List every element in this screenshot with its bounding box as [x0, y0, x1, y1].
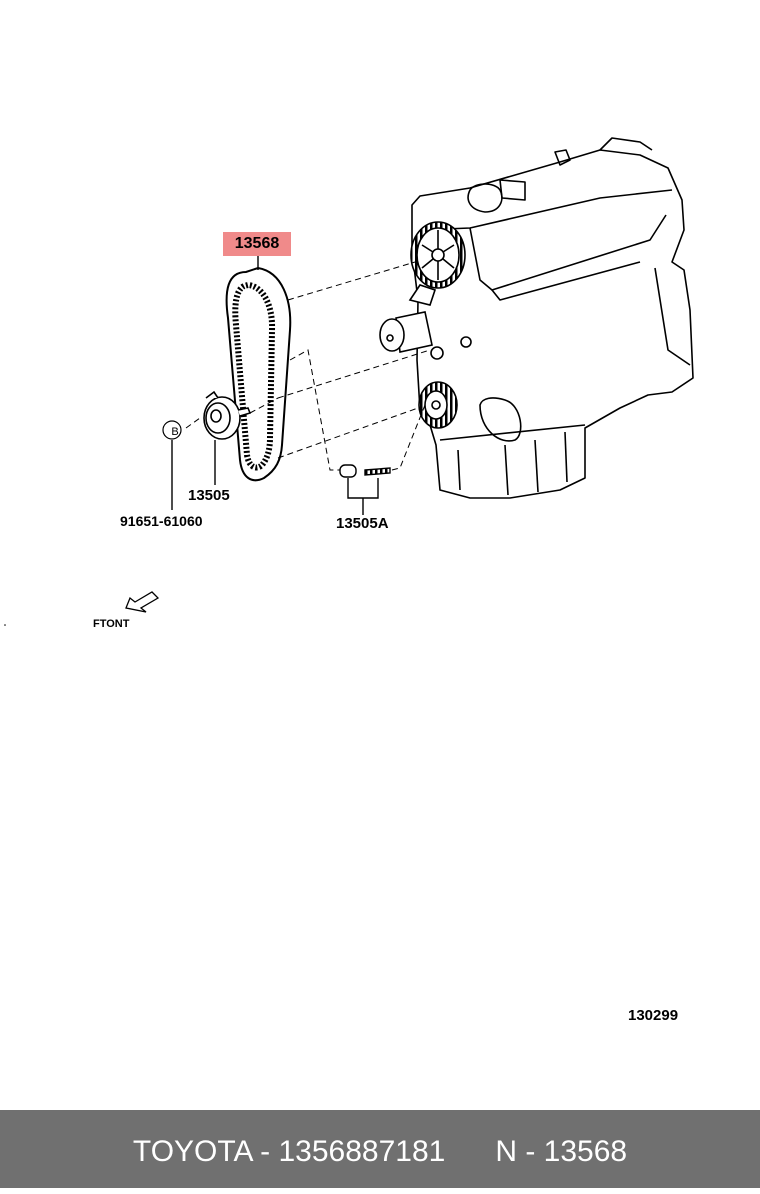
leader-lines-dashed	[185, 261, 431, 471]
callout-spring-set[interactable]: 13505A	[336, 515, 389, 532]
exploded-parts-diagram	[4, 137, 694, 626]
water-pump-pulley	[379, 284, 472, 360]
circle-marker-b	[162, 420, 182, 440]
front-arrow-icon	[125, 591, 160, 613]
callout-bolt[interactable]: 91651-61060	[120, 513, 203, 529]
footer-bar: TOYOTA - 1356887181 N - 13568	[0, 1110, 760, 1188]
tensioner-spring-set	[339, 464, 391, 478]
crankshaft-sprocket	[418, 381, 458, 429]
camshaft-sprocket	[410, 221, 466, 289]
stray-dot	[4, 624, 6, 626]
footer-part-info: TOYOTA - 1356887181 N - 13568	[132, 1135, 628, 1168]
circle-marker-label: B	[171, 426, 179, 438]
leader-lines-solid	[171, 256, 379, 515]
timing-belt	[225, 266, 292, 482]
callout-tensioner[interactable]: 13505	[188, 487, 230, 504]
engine-block	[411, 137, 694, 499]
callout-timing-belt-highlighted[interactable]: 13568	[223, 232, 291, 256]
front-direction-label: FTONT	[93, 618, 130, 630]
diagram-reference-code: 130299	[628, 1007, 679, 1024]
tensioner-pulley	[203, 390, 252, 440]
